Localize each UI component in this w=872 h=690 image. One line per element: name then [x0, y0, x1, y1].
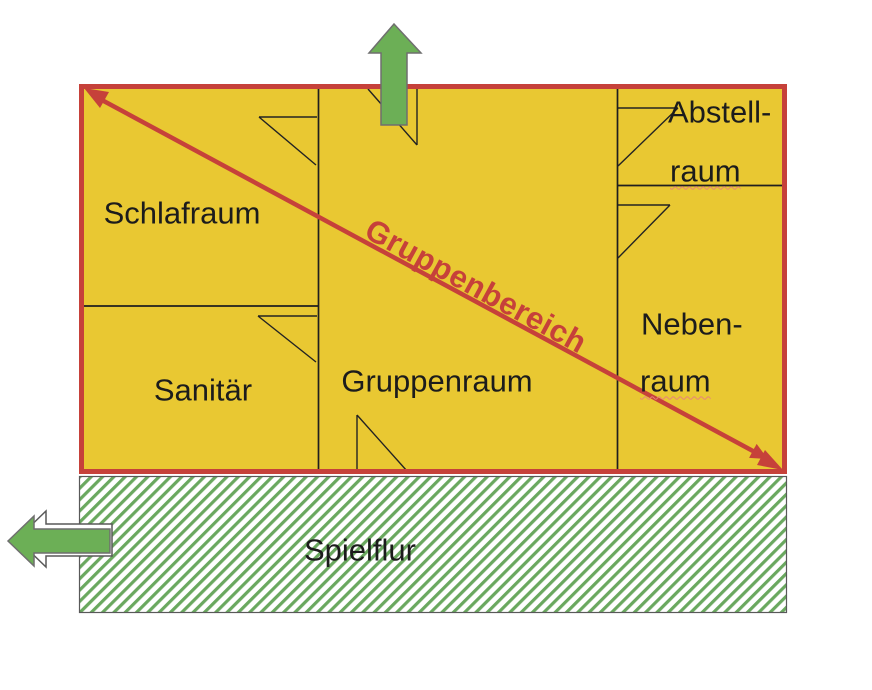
abstellraum-label-line2: raum: [670, 153, 741, 189]
nebenraum-label-line2: raum: [640, 363, 711, 399]
door-abstellraum: [617, 107, 679, 167]
abstellraum-label-line1: Abstell-: [668, 94, 772, 130]
diagonal-arrowhead-bottomright: [757, 450, 783, 470]
nebenraum-label-line1: Neben-: [641, 306, 743, 342]
schlafraum-label: Schlafraum: [103, 195, 261, 231]
gruppenraum-label: Gruppenraum: [341, 363, 533, 399]
exit-arrow-up-icon: [367, 22, 423, 126]
door-gruppenraum-spielflur: [356, 414, 408, 472]
spielflur-label: Spielflur: [304, 532, 416, 568]
interior-walls: [82, 87, 785, 471]
group-area-boundary: [79, 84, 787, 474]
door-sanitaer: [257, 315, 317, 363]
door-schlafraum: [258, 116, 317, 166]
door-nebenraum: [617, 204, 671, 259]
group-area-diagonal-arrow: [98, 97, 768, 460]
sanitaer-label: Sanitär: [153, 372, 253, 408]
spielflur-hatch-area: [78, 475, 788, 614]
exit-arrow-left-icon: [6, 514, 111, 568]
diagonal-arrowhead-topleft: [84, 88, 109, 108]
